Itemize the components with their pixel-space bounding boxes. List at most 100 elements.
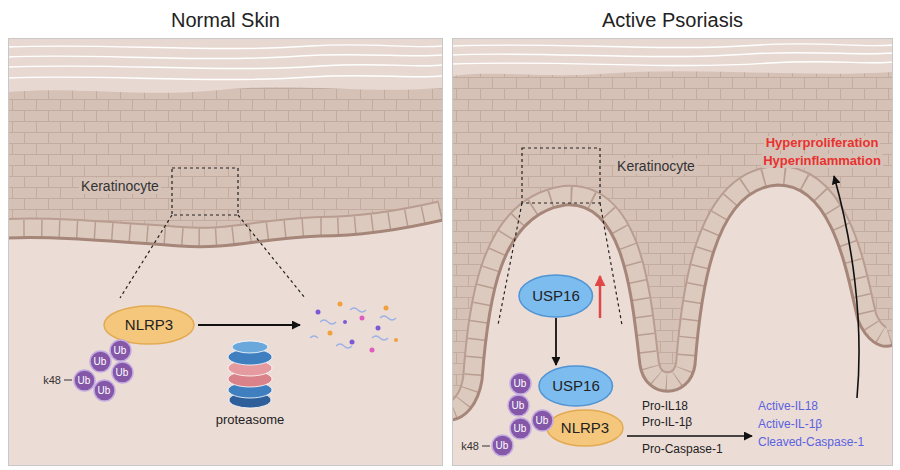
ubiquitin-circle: Ub [109, 339, 132, 362]
ubiquitin-circle: Ub [507, 394, 530, 417]
corneum-lines [8, 76, 443, 80]
proteasome-symbol [228, 341, 272, 408]
ubiquitin-label: Ub [94, 356, 107, 367]
ubiquitin-label: Ub [116, 367, 129, 378]
k48-leader [64, 380, 72, 381]
precursor-label: Pro-IL18 [640, 400, 690, 414]
ubiquitin-label: Ub [514, 378, 527, 389]
ubiquitin-shape [508, 395, 529, 416]
ubiquitin-shape [112, 362, 133, 383]
precursor-label: Pro-Caspase-1 [640, 443, 725, 457]
protein-label: NLRP3 [125, 317, 173, 334]
corneum-lines [8, 55, 443, 59]
protein-ellipse: NLRP3 [546, 409, 624, 447]
cell-label: Keratinocyte [615, 158, 697, 174]
outcome-label: Hyperinflammation [761, 154, 883, 169]
ubiquitin-shape [90, 351, 111, 372]
degradation-arrow [198, 324, 300, 326]
corneum-lines [8, 45, 443, 49]
peptide-fragments [320, 320, 336, 324]
peptide-fragments [310, 302, 398, 353]
ubiquitin-circle: Ub [491, 434, 514, 457]
peptide-fragments [310, 336, 318, 338]
peptide-fragments [380, 316, 396, 320]
product-label: Cleaved-Caspase-1 [756, 436, 866, 450]
corneum-lines [8, 45, 443, 80]
basal-cell-layer [8, 220, 443, 247]
zoom-inset [120, 148, 622, 325]
stratum-corneum [452, 38, 893, 76]
product-label: Active-IL18 [756, 400, 820, 414]
linkage-label: k48 [459, 440, 481, 453]
basal-cell-layer [8, 220, 443, 247]
ubiquitin-shape [110, 340, 131, 361]
dermis [452, 38, 893, 466]
ubiquitin-label: Ub [114, 345, 127, 356]
cleavage-arrow [627, 435, 752, 437]
corneum-lines [452, 44, 893, 66]
normal-skin-tissue [8, 38, 443, 466]
label-slot: Pro-Caspase-1 [640, 443, 725, 457]
zoom-inset [238, 215, 305, 298]
protein-label: USP16 [552, 378, 600, 395]
outcome-label: Hyperproliferation [764, 136, 881, 151]
k48-leader [64, 380, 490, 446]
ellipse-shape [539, 366, 612, 406]
label-slot: proteasome [214, 413, 287, 428]
label-slot: Active-IL-1β [756, 418, 824, 432]
corneum-lines [452, 44, 893, 48]
label-slot: Pro-IL-1β [640, 416, 694, 430]
label-slot: Active-IL18 [756, 400, 820, 414]
epidermis [452, 38, 893, 420]
basement-membrane [452, 185, 893, 420]
ubiquitin-label: Ub [98, 385, 111, 396]
proteasome-label: proteasome [214, 413, 287, 428]
linkage-label: k48 [41, 374, 63, 387]
peptide-fragments [328, 331, 333, 336]
ubiquitin-shape [532, 410, 553, 431]
zoom-inset [498, 203, 522, 325]
ubiquitin-label: Ub [536, 415, 549, 426]
protein-ellipse: USP16 [538, 365, 613, 407]
basal-cell-layer [452, 185, 893, 420]
label-slot: Hyperproliferation [764, 136, 881, 151]
zoom-inset [522, 148, 600, 203]
peptide-fragments [370, 348, 375, 353]
panel-frame: Normal SkinNLRP3UbUbUbUbUb [8, 38, 443, 466]
ubiquitin-shape [492, 435, 513, 456]
ubiquitin-label: Ub [78, 375, 91, 386]
label-slot: k48 [41, 374, 63, 387]
upregulation-arrow [599, 276, 602, 318]
ubiquitin-circle: Ub [93, 379, 116, 402]
protein-label: NLRP3 [561, 420, 609, 437]
ubiquitin-circle: Ub [111, 361, 134, 384]
cleavage-arrow [627, 436, 752, 437]
basement-membrane [8, 220, 443, 247]
basal-cell-layer [8, 220, 443, 247]
peptide-fragments [360, 316, 365, 321]
ubiquitin-label: Ub [496, 440, 509, 451]
ubiquitin-shape [74, 370, 95, 391]
ubiquitin-circle: Ub [509, 417, 532, 440]
zoom-inset [600, 203, 622, 325]
panel-heading: Normal Skin [9, 8, 442, 32]
product-label: Active-IL-1β [756, 418, 824, 432]
zoom-inset [172, 168, 238, 215]
label-slot: Cleaved-Caspase-1 [756, 436, 866, 450]
corneum-lines [452, 53, 893, 57]
epidermis [8, 38, 443, 247]
ubiquitin-circle: Ub [73, 369, 96, 392]
peptide-fragments [316, 310, 321, 315]
precursor-label: Pro-IL-1β [640, 416, 694, 430]
dermis [8, 38, 443, 466]
connector-arrow [555, 318, 557, 365]
peptide-fragments [350, 308, 366, 312]
basal-cell-layer [452, 185, 893, 420]
protein-ellipse: USP16 [518, 274, 593, 318]
label-slot: Keratinocyte [615, 158, 697, 174]
peptide-fragments [350, 340, 355, 345]
stratum-corneum [8, 38, 443, 93]
basal-cell-layer [452, 185, 893, 420]
cell-label: Keratinocyte [79, 178, 161, 194]
